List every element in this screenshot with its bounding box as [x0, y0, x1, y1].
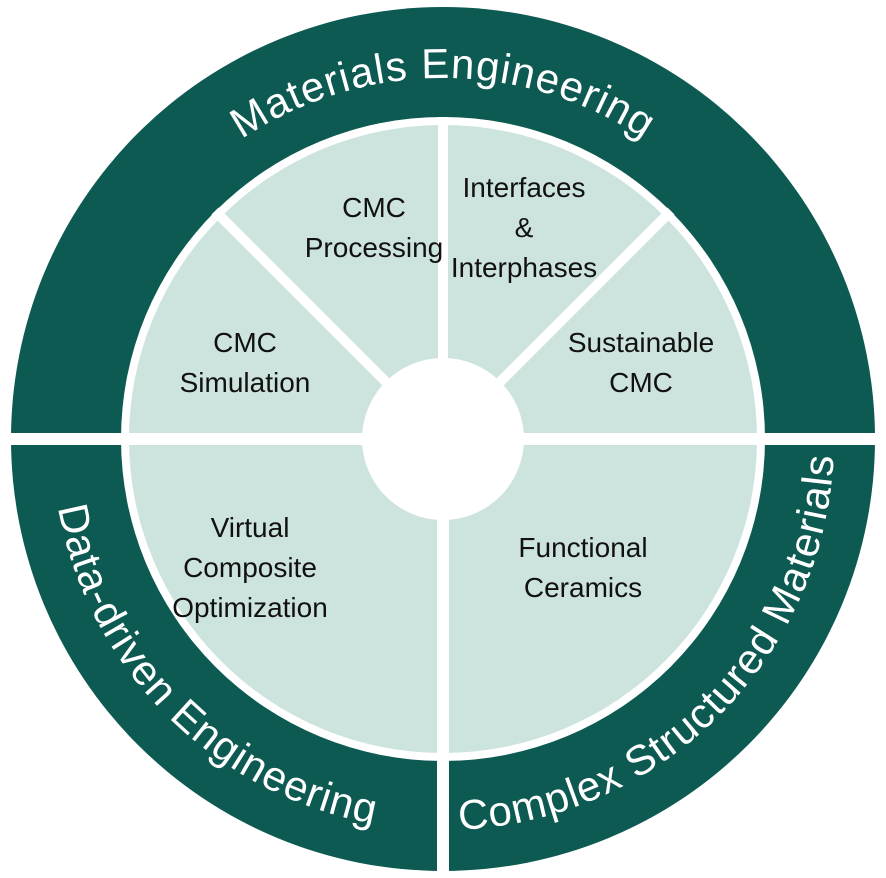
inner-label-virtual-composite-optimization: Virtual Composite Optimization — [172, 508, 328, 628]
inner-label-cmc-processing: CMC Processing — [305, 188, 444, 268]
label-line: Optimization — [172, 592, 328, 623]
label-line: CMC — [609, 367, 673, 398]
center-hub-circle — [362, 358, 524, 520]
label-line: Interfaces — [462, 172, 586, 203]
label-line: Virtual — [210, 512, 290, 543]
label-line: & — [514, 212, 534, 243]
label-line: Ceramics — [523, 572, 643, 603]
label-line: Functional — [518, 532, 648, 563]
label-line: Interphases — [450, 252, 598, 283]
label-line: Processing — [304, 232, 444, 263]
inner-label-interfaces-interphases: Interfaces & Interphases — [451, 168, 597, 288]
label-line: Sustainable — [567, 327, 715, 358]
inner-label-functional-ceramics: Functional Ceramics — [518, 528, 647, 608]
inner-label-cmc-simulation: CMC Simulation — [180, 323, 311, 403]
label-line: CMC — [342, 192, 406, 223]
inner-label-sustainable-cmc: Sustainable CMC — [568, 323, 714, 403]
label-line: Simulation — [179, 367, 311, 398]
label-line: Composite — [183, 552, 317, 583]
label-line: CMC — [213, 327, 277, 358]
